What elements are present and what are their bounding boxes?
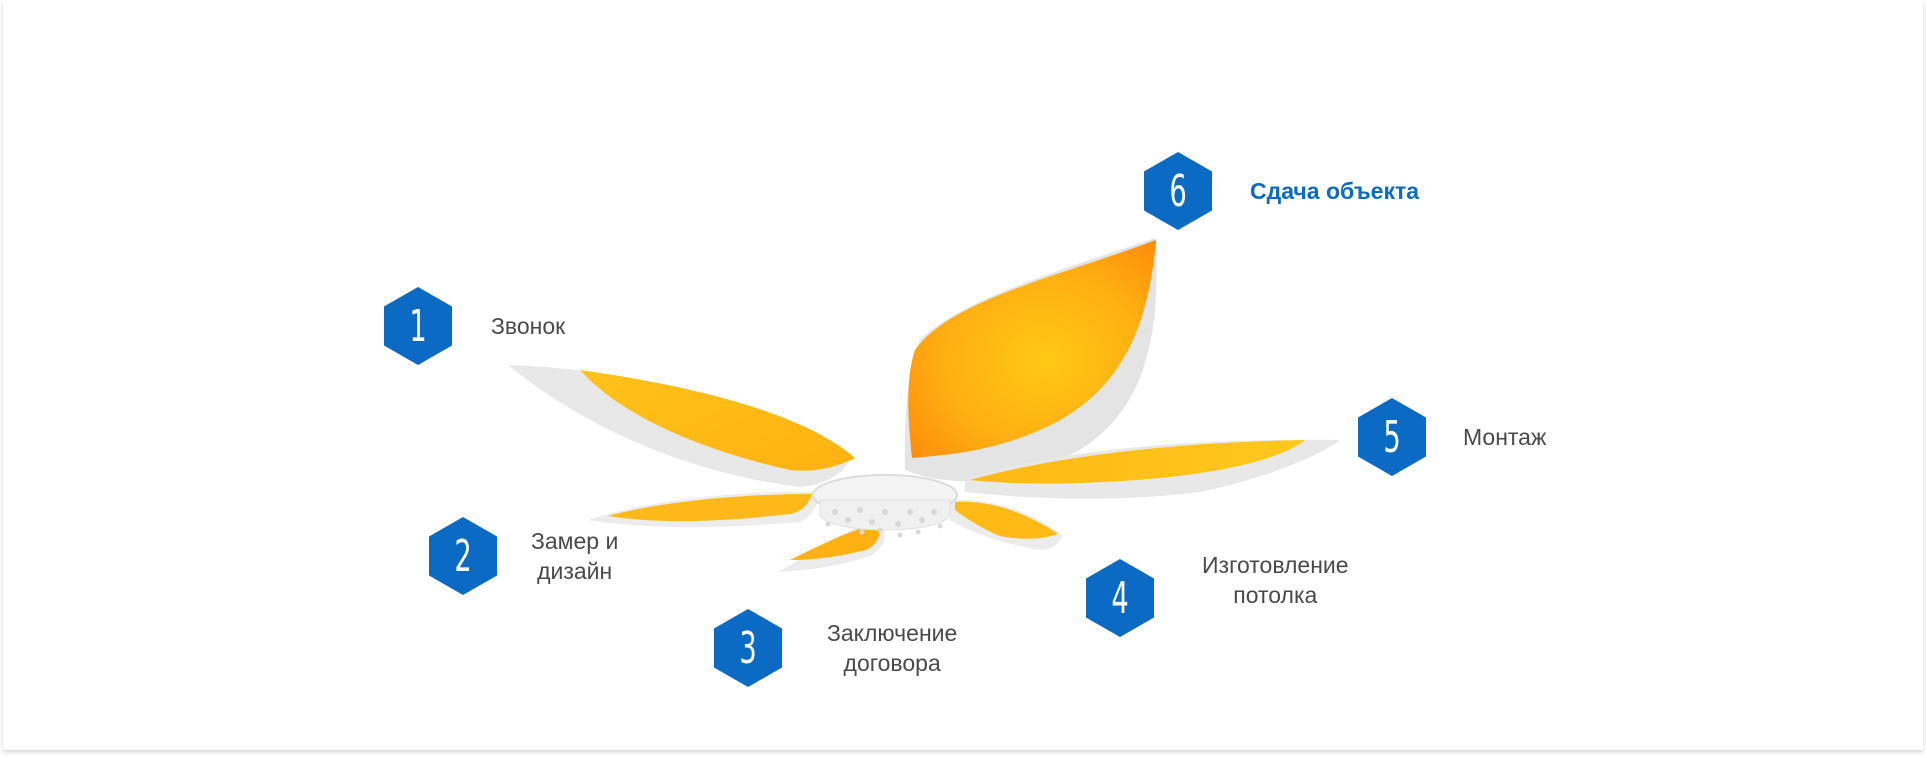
step-number: 6 [1169, 165, 1187, 217]
step-number: 2 [454, 530, 472, 582]
step-number: 4 [1111, 572, 1129, 624]
hexagon-badge: 1 [384, 287, 452, 365]
step-label-line2: дизайн [537, 558, 613, 584]
petal-bottom-left [790, 524, 880, 560]
step-label-line1: Монтаж [1463, 424, 1547, 450]
step-label: Замер и дизайн [531, 526, 618, 586]
step-label-line1: Замер и [531, 528, 619, 554]
petal-top [908, 240, 1156, 458]
step-number: 1 [409, 300, 427, 352]
petal-right [970, 440, 1305, 484]
step-label-line1: Заключение [827, 620, 958, 646]
step-number: 5 [1383, 411, 1401, 463]
hexagon-icon [384, 287, 452, 365]
hexagon-icon [714, 609, 782, 687]
step-number: 3 [739, 622, 757, 674]
step-label: Монтаж [1463, 422, 1546, 452]
step-label: Изготовление потолка [1202, 550, 1349, 610]
step-3[interactable]: 3 Заключение договора [714, 609, 957, 687]
step-label-active: Сдача объекта [1250, 176, 1419, 206]
hexagon-icon [1358, 398, 1426, 476]
hexagon-badge: 5 [1358, 398, 1426, 476]
petal-bottom-right [955, 501, 1058, 539]
step-6[interactable]: 6 Сдача объекта [1144, 152, 1419, 230]
petal-upper-left [580, 370, 855, 471]
step-label-line1: Звонок [491, 313, 566, 339]
petal-left [608, 494, 812, 522]
step-2[interactable]: 2 Замер и дизайн [429, 517, 618, 595]
hexagon-badge: 6 [1144, 152, 1212, 230]
hexagon-icon [1144, 152, 1212, 230]
crystal-drops [825, 507, 943, 538]
step-4[interactable]: 4 Изготовление потолка [1086, 552, 1349, 637]
step-label-line1: Изготовление [1202, 552, 1349, 578]
step-label-line1: Сдача объекта [1250, 178, 1420, 204]
step-1[interactable]: 1 Звонок [384, 287, 565, 365]
step-label-line2: потолка [1233, 582, 1318, 608]
step-label-line2: договора [843, 650, 941, 676]
hexagon-badge: 4 [1086, 559, 1154, 637]
step-label: Заключение договора [827, 618, 957, 678]
hexagon-icon [1086, 559, 1154, 637]
hexagon-badge: 3 [714, 609, 782, 687]
hexagon-icon [429, 517, 497, 595]
step-label: Звонок [491, 311, 565, 341]
step-5[interactable]: 5 Монтаж [1358, 398, 1546, 476]
hexagon-badge: 2 [429, 517, 497, 595]
